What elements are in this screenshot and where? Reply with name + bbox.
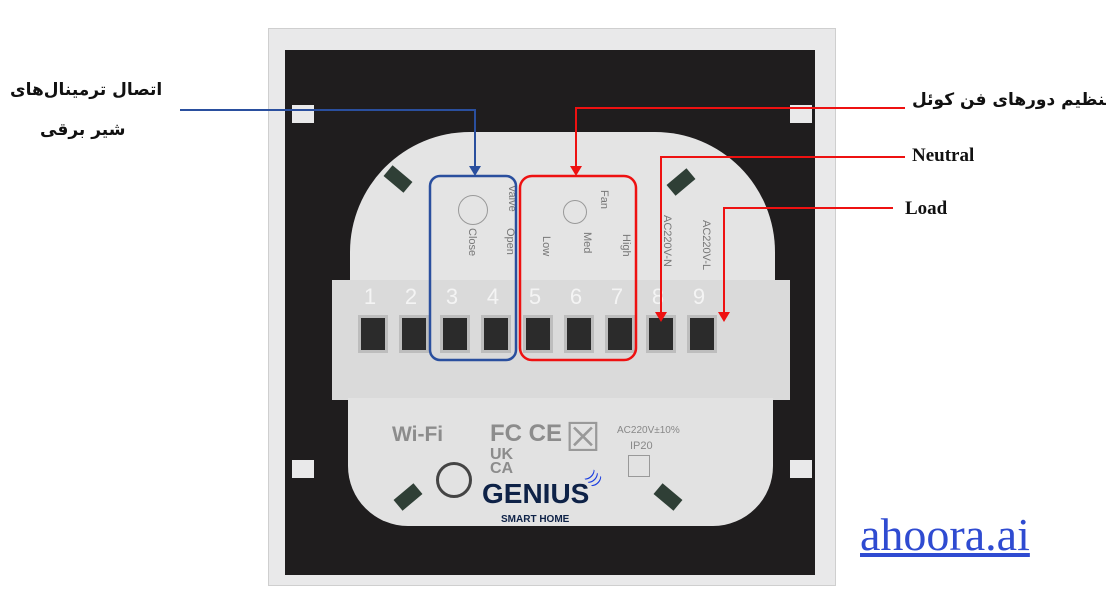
brand-logo: GENIUS [482, 478, 590, 509]
valve-terminals-box [428, 174, 518, 362]
brand-subtitle: SMART HOME [501, 514, 570, 525]
arrow-head-icon [469, 166, 481, 176]
neutral-pointer-line [660, 156, 905, 320]
plate-notch [292, 460, 314, 478]
terminal-socket [440, 315, 470, 353]
terminal-number: 4 [486, 284, 500, 309]
ip-rating: IP20 [630, 440, 653, 452]
terminal-socket [564, 315, 594, 353]
fan-symbol-icon [563, 200, 587, 224]
terminal-number: 6 [569, 284, 583, 309]
arrow-head-icon [570, 166, 582, 176]
arrow-head-icon [655, 312, 667, 322]
terminal-number: 9 [692, 284, 706, 309]
fc-ce-logo: FC CE [490, 420, 562, 447]
valve-annotation-line2: شیر برقی [40, 120, 126, 140]
weee-bin-icon: ☒ [565, 416, 601, 460]
plate-notch [790, 460, 812, 478]
terminal-number: 5 [528, 284, 542, 309]
terminal-socket [481, 315, 511, 353]
terminal-socket [605, 315, 635, 353]
load-annotation: Load [905, 198, 948, 219]
neutral-annotation: Neutral [912, 145, 975, 166]
terminal-socket [358, 315, 388, 353]
terminal-socket [523, 315, 553, 353]
load-pointer-line [723, 207, 893, 320]
module-bottom [348, 398, 773, 526]
terminal-number: 2 [404, 284, 418, 309]
reset-button[interactable] [436, 462, 472, 498]
ukca-logo: UK CA [490, 446, 514, 477]
valve-symbol-icon [458, 195, 488, 225]
fan-pointer-line [575, 107, 905, 174]
terminal-socket [399, 315, 429, 353]
valve-pointer-line [180, 109, 476, 174]
watermark-link[interactable]: ahoora.ai [860, 509, 1030, 560]
terminal-number: 3 [445, 284, 459, 309]
plate-notch [790, 105, 812, 123]
fan-annotation: تنظیم دورهای فن کوئل [912, 90, 1106, 110]
valve-annotation-line1: اتصال ترمینال‌های [10, 80, 163, 100]
wifi-logo: Wi-Fi [392, 423, 444, 446]
terminal-socket [687, 315, 717, 353]
arrow-head-icon [718, 312, 730, 322]
voltage-label: AC220V±10% [617, 425, 680, 436]
terminal-number: 7 [610, 284, 624, 309]
double-insulation-icon [628, 455, 650, 477]
fan-terminals-box [518, 174, 638, 362]
terminal-number: 1 [363, 284, 377, 309]
